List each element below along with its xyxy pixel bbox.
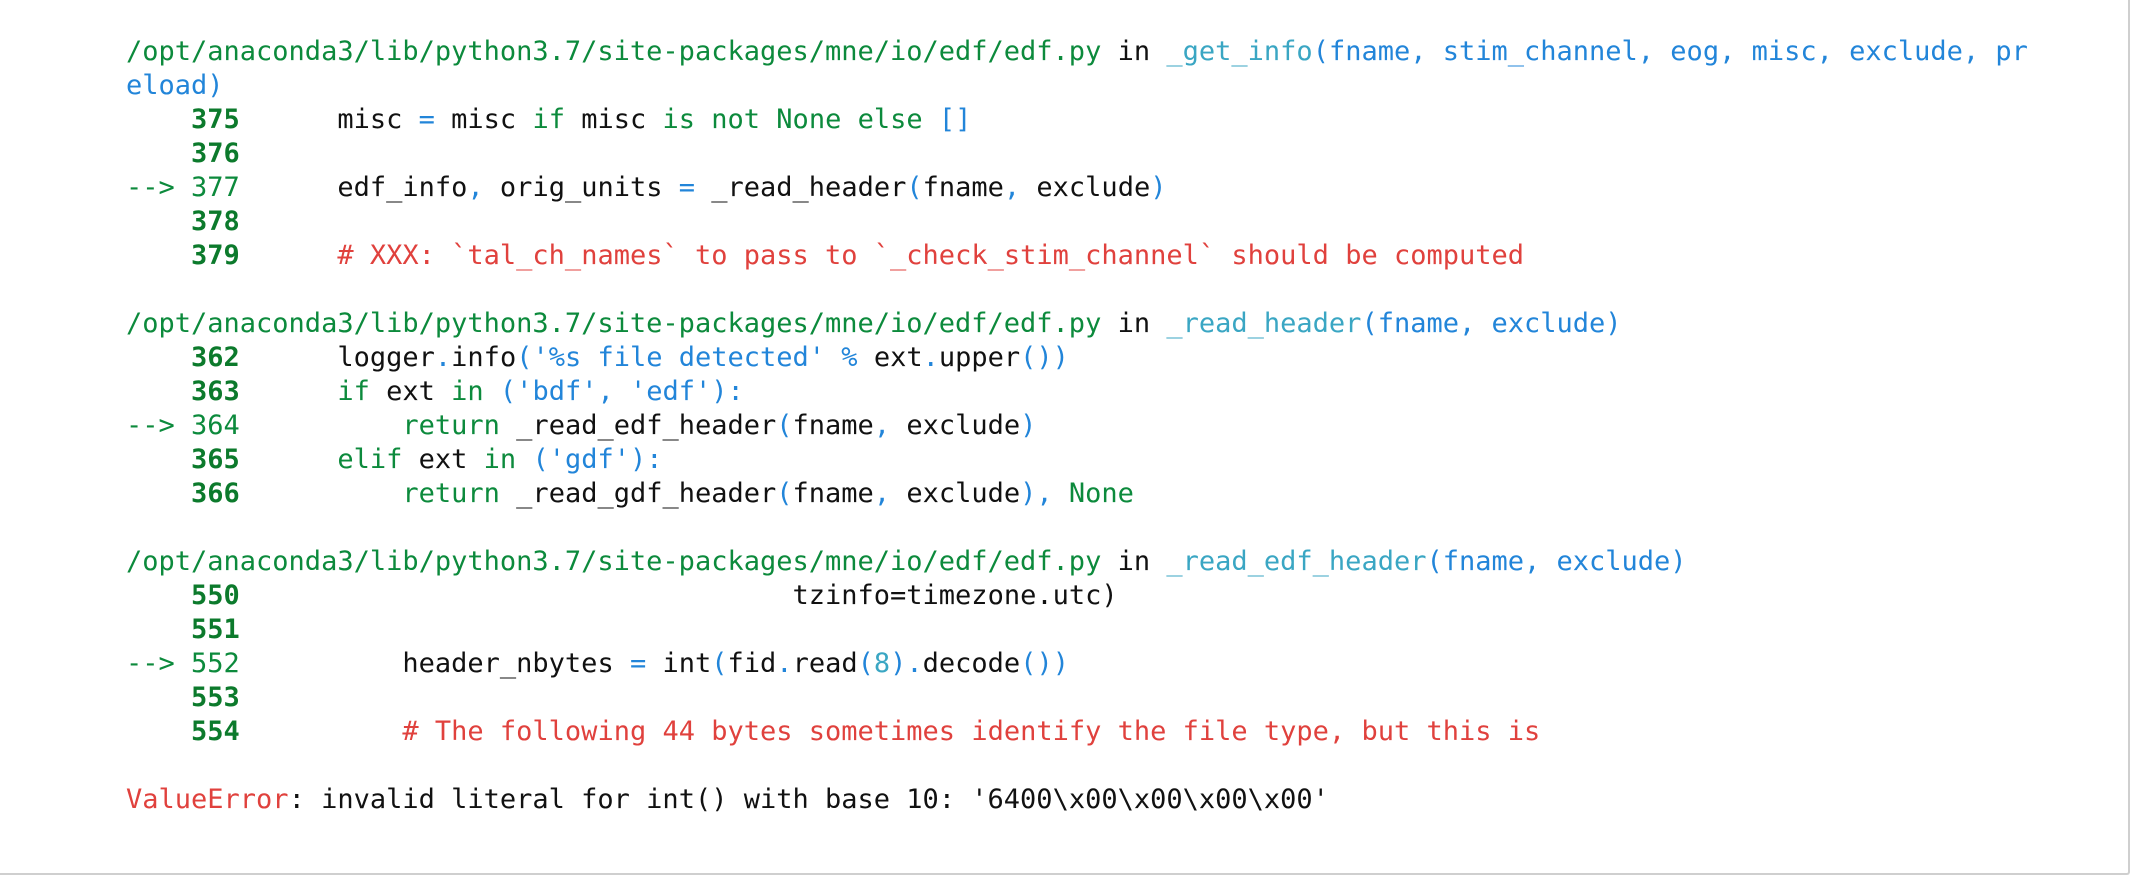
- code-line: 378: [126, 206, 240, 237]
- line-number: 378: [191, 206, 240, 237]
- line-number: 550: [191, 580, 240, 611]
- line-number: 364: [191, 410, 240, 441]
- frame-header: /opt/anaconda3/lib/python3.7/site-packag…: [126, 308, 1622, 339]
- line-number: 363: [191, 376, 240, 407]
- error-line: ValueError: invalid literal for int() wi…: [126, 784, 1329, 815]
- code-line: 379 # XXX: `tal_ch_names` to pass to `_c…: [126, 240, 1524, 271]
- line-number: 375: [191, 104, 240, 135]
- code-line-current: --> 377 edf_info, orig_units = _read_hea…: [126, 172, 1167, 203]
- current-line-arrow: -->: [126, 648, 192, 679]
- code-comment: # The following 44 bytes sometimes ident…: [402, 716, 1541, 747]
- line-number: 553: [191, 682, 240, 713]
- line-number: 554: [191, 716, 240, 747]
- function-args: (fname, stim_channel, eog, misc, exclude…: [1312, 36, 2028, 67]
- line-number: 362: [191, 342, 240, 373]
- code-line: 362 logger.info('%s file detected' % ext…: [191, 342, 1069, 373]
- line-number: 365: [191, 444, 240, 475]
- line-number: 379: [191, 240, 240, 271]
- current-line-arrow: -->: [126, 172, 192, 203]
- line-number: 551: [191, 614, 240, 645]
- code-line: 363 if ext in ('bdf', 'edf'):: [191, 376, 744, 407]
- code-comment: # XXX: `tal_ch_names` to pass to `_check…: [337, 240, 1525, 271]
- line-number: 376: [191, 138, 240, 169]
- function-args-cont: eload): [126, 70, 224, 101]
- code-line: 553: [126, 682, 240, 713]
- code-line: 550 tzinfo=timezone.utc): [191, 580, 1118, 611]
- code-line: 551: [126, 614, 240, 645]
- code-line-current: --> 552 header_nbytes = int(fid.read(8).…: [126, 648, 1069, 679]
- function-name: _get_info: [1166, 36, 1313, 67]
- function-args: (fname, exclude): [1361, 308, 1622, 339]
- error-type: ValueError: [126, 784, 289, 815]
- code-line: 365 elif ext in ('gdf'):: [191, 444, 663, 475]
- file-path: /opt/anaconda3/lib/python3.7/site-packag…: [126, 308, 1102, 339]
- function-name: _read_header: [1166, 308, 1362, 339]
- frame-header: /opt/anaconda3/lib/python3.7/site-packag…: [126, 36, 2028, 101]
- error-message: : invalid literal for int() with base 10…: [288, 784, 1329, 815]
- line-number: 552: [191, 648, 240, 679]
- line-number: 366: [191, 478, 240, 509]
- file-path: /opt/anaconda3/lib/python3.7/site-packag…: [126, 546, 1102, 577]
- file-path: /opt/anaconda3/lib/python3.7/site-packag…: [126, 36, 1102, 67]
- code-line: 376: [126, 138, 240, 169]
- traceback-output: /opt/anaconda3/lib/python3.7/site-packag…: [126, 35, 2028, 817]
- code-line: 375 misc = misc if misc is not None else…: [191, 104, 972, 135]
- frame-header: /opt/anaconda3/lib/python3.7/site-packag…: [126, 546, 1687, 577]
- code-line: 554 # The following 44 bytes sometimes i…: [126, 716, 1540, 747]
- line-number: 377: [191, 172, 240, 203]
- function-name: _read_edf_header: [1166, 546, 1427, 577]
- current-line-arrow: -->: [126, 410, 192, 441]
- code-line: 366 return _read_gdf_header(fname, exclu…: [191, 478, 1134, 509]
- code-line-current: --> 364 return _read_edf_header(fname, e…: [126, 410, 1037, 441]
- function-args: (fname, exclude): [1426, 546, 1687, 577]
